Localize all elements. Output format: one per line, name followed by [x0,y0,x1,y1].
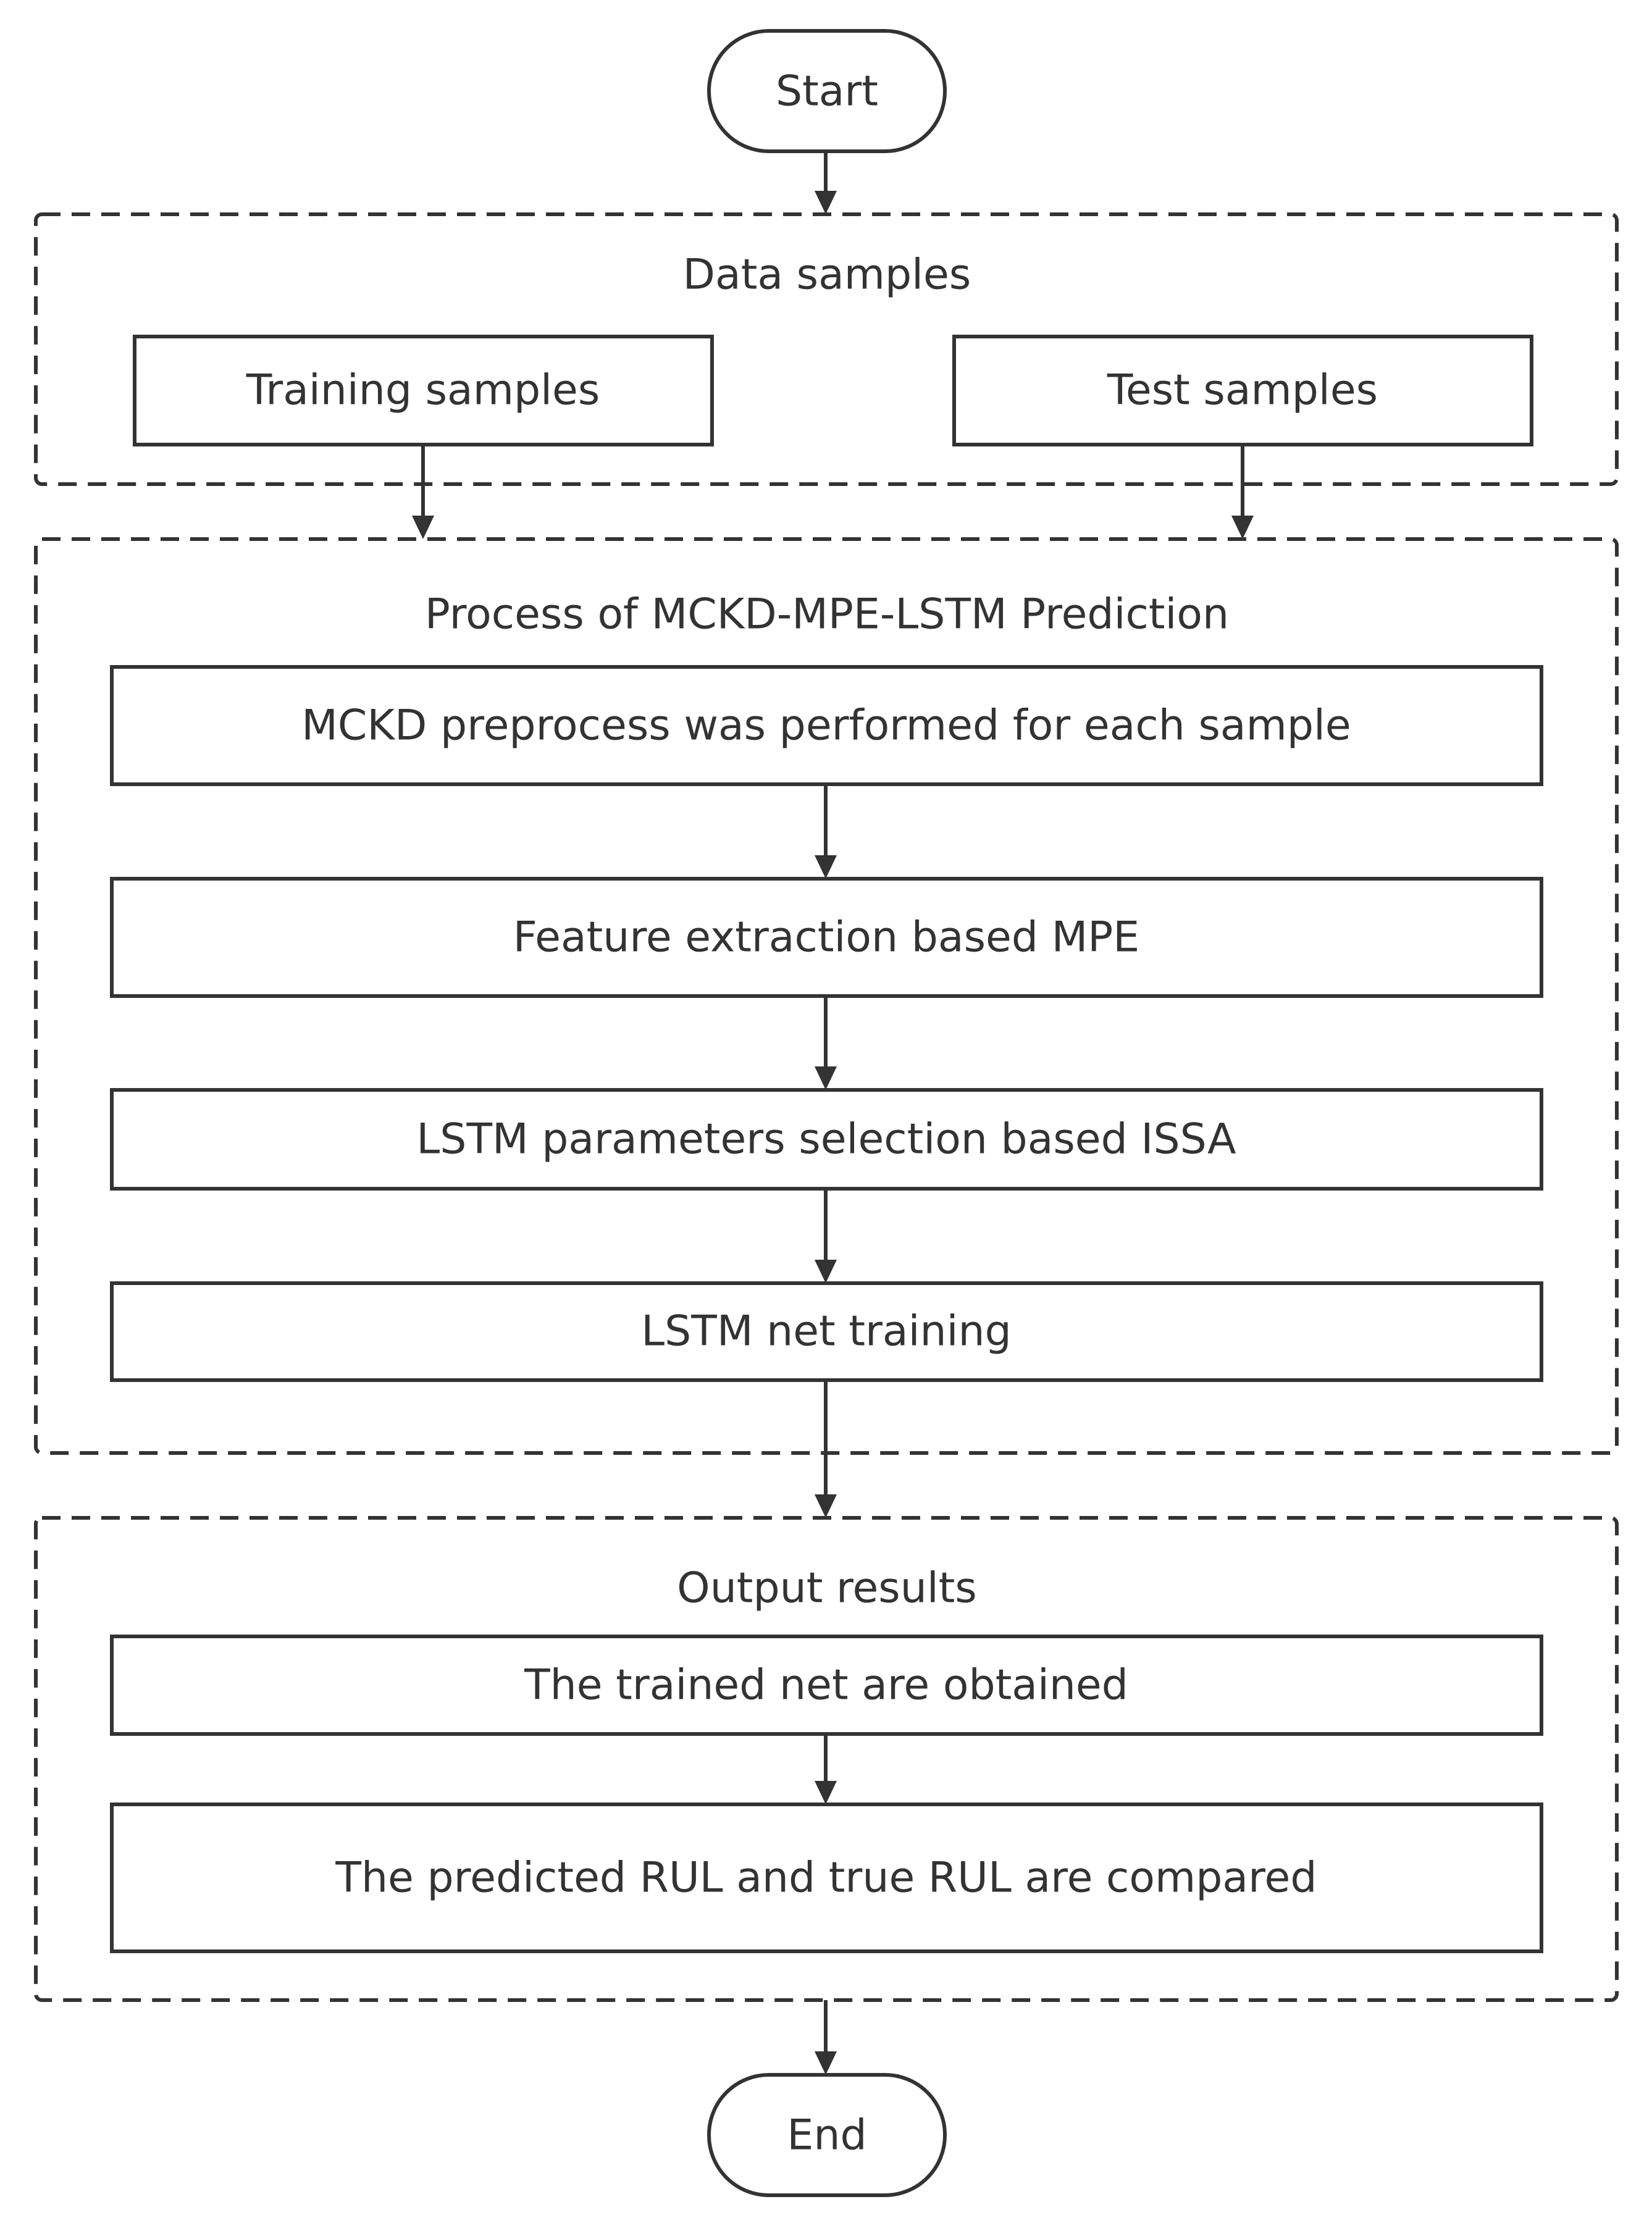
arrow-training-to-output [815,1380,837,1518]
output-results-group [34,1516,1619,2002]
end-label: End [787,2111,866,2160]
mckd-preprocess-label: MCKD preprocess was performed for each s… [301,701,1351,750]
feature-extraction-label: Feature extraction based MPE [513,913,1140,962]
arrow-preprocess-to-feature [815,784,837,879]
arrow-training-to-process [412,445,434,539]
training-samples-label: Training samples [246,366,600,415]
test-samples-label: Test samples [1107,366,1378,415]
output-results-title: Output results [677,1564,977,1613]
rul-compare-node [110,1803,1543,1953]
arrow-feature-to-parameters [815,996,837,1090]
lstm-training-label: LSTM net training [641,1307,1012,1356]
arrow-test-to-process [1231,445,1254,539]
lstm-training-node [110,1281,1543,1382]
arrow-start-to-data [815,151,837,214]
start-label: Start [776,67,878,116]
training-samples-node [133,335,714,446]
lstm-parameters-label: LSTM parameters selection based ISSA [416,1115,1236,1164]
trained-net-label: The trained net are obtained [524,1661,1128,1710]
process-title: Process of MCKD-MPE-LSTM Prediction [425,590,1229,639]
end-node [707,2073,947,2197]
arrow-trained-to-compare [815,1734,837,1804]
trained-net-node [110,1635,1543,1736]
rul-compare-label: The predicted RUL and true RUL are compa… [335,1854,1317,1903]
data-samples-group [34,212,1619,486]
arrow-parameters-to-training [815,1189,837,1283]
data-samples-title: Data samples [683,251,971,299]
arrow-output-to-end [815,2000,837,2075]
